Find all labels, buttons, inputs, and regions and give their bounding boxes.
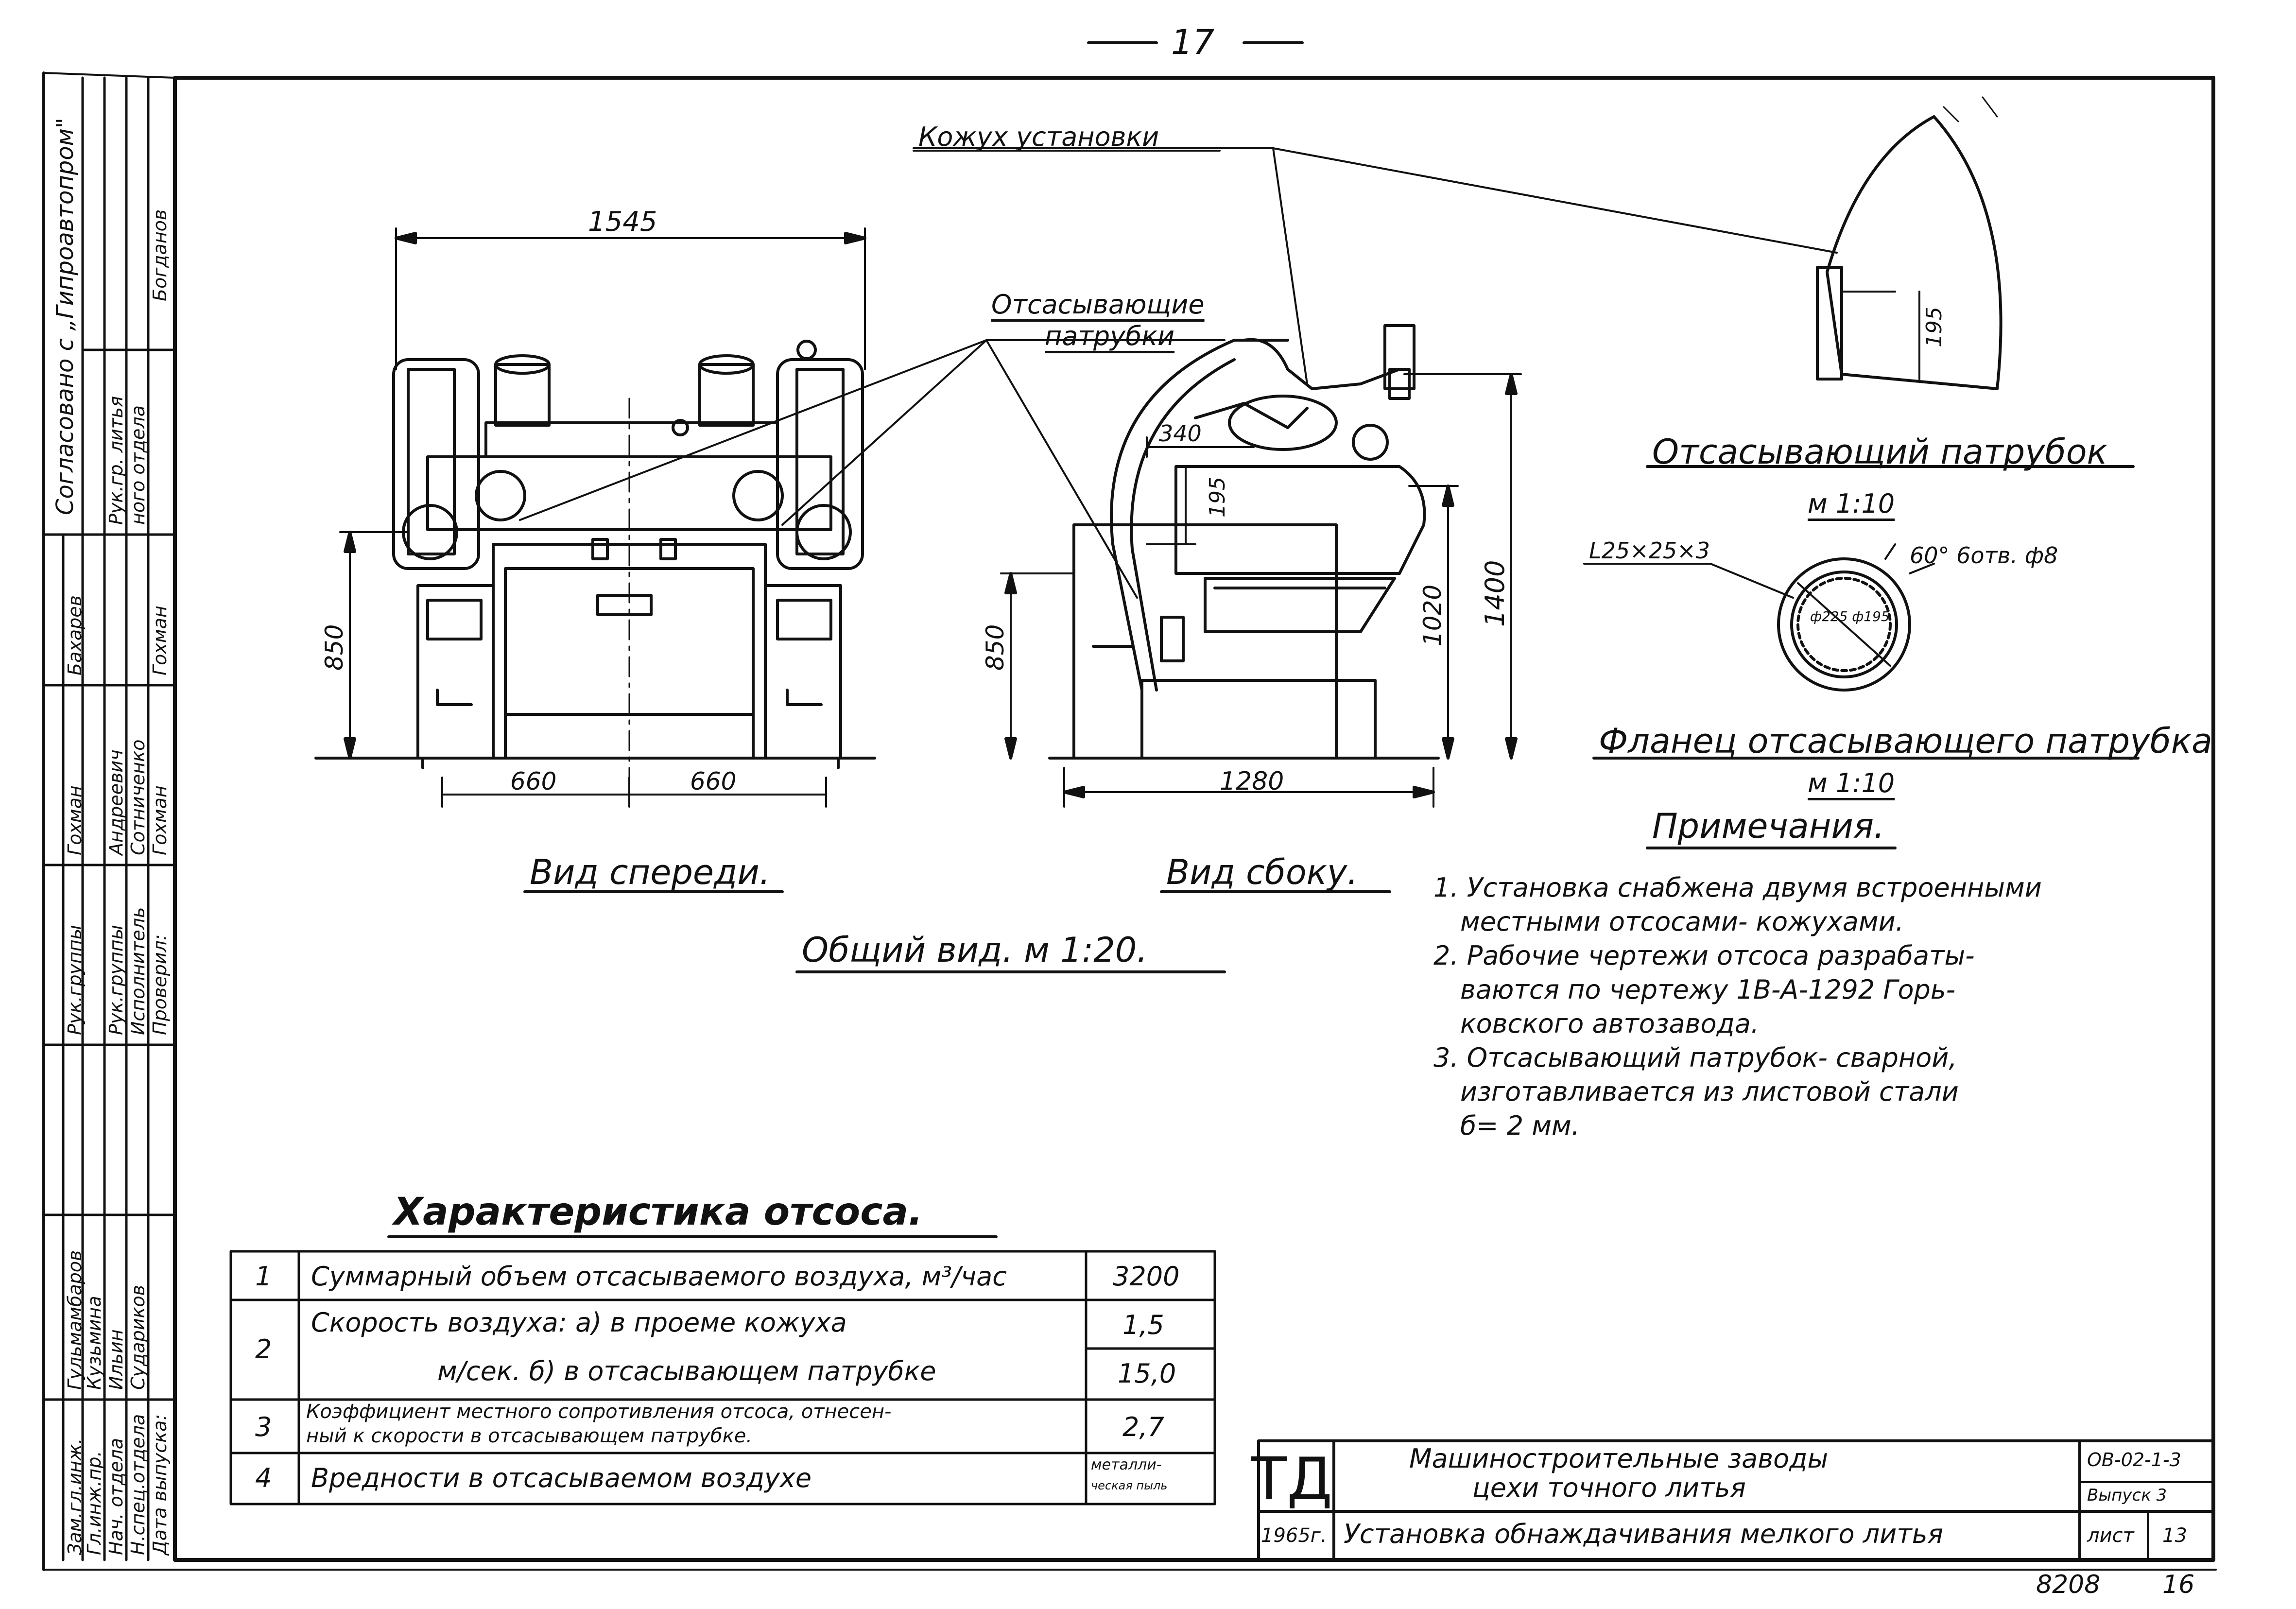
title-block-sheet-label: лист [2087, 1524, 2134, 1547]
front-view-drawing [314, 227, 876, 808]
sidebar-name: Гохман [149, 606, 171, 675]
general-view-title: Общий вид. м 1:20. [802, 930, 1148, 970]
front-view-title: Вид спереди. [530, 852, 771, 892]
sidebar-position: Рук.группы [105, 925, 127, 1035]
dim-195-nozzle: 195 [1922, 307, 1947, 347]
sidebar-position: Проверил: [149, 934, 171, 1035]
sidebar-approval-grid [42, 76, 176, 1561]
table-row-text: м/сек. б) в отсасывающем патрубке [437, 1356, 936, 1386]
title-block [1257, 1439, 2215, 1561]
dim-340: 340 [1159, 420, 1202, 447]
note-line: ковского автозавода. [1460, 1008, 1760, 1039]
dim-660-left: 660 [510, 767, 556, 796]
sidebar-position: Рук.группы [64, 925, 86, 1035]
sidebar-position: ного отдела [127, 405, 149, 525]
dim-1400: 1400 [1480, 560, 1510, 627]
approval-stamp: Согласовано с „Гипроавтопром" [52, 118, 79, 515]
dim-195-side: 195 [1205, 477, 1230, 518]
notes-title: Примечания. [1652, 806, 1885, 846]
sidebar-position: Рук.гр. литья [105, 396, 127, 525]
nozzle-detail-drawing [1646, 96, 2135, 468]
table-row-num: 2 [255, 1334, 272, 1365]
note-line: 1. Установка снабжена двумя встроенными [1433, 872, 2042, 903]
table-row-num: 3 [255, 1412, 272, 1442]
dim-850-front: 850 [320, 624, 348, 671]
flange-detail-scale: м 1:10 [1808, 768, 1895, 798]
note-line: 3. Отсасывающий патрубок- сварной, [1433, 1042, 1957, 1073]
sidebar-name: Гохман [64, 785, 86, 855]
table-row-num: 4 [255, 1463, 272, 1493]
table-row-text: Суммарный объем отсасываемого воздуха, м… [311, 1261, 1007, 1292]
label-nozzles: Отсасывающие [991, 289, 1205, 320]
dim-1280: 1280 [1220, 767, 1284, 796]
table-row-text: Скорость воздуха: а) в проеме кожуха [311, 1307, 847, 1338]
sidebar-name: Сотниченко [127, 739, 149, 855]
title-block-line3: Установка обнаждачивания мелкого литья [1344, 1519, 1944, 1549]
dim-1020: 1020 [1418, 585, 1447, 646]
holes-label: 60° 6отв. ф8 [1910, 542, 2058, 569]
table-row-value: 3200 [1113, 1261, 1180, 1292]
sidebar-position: Дата выпуска: [149, 1414, 171, 1555]
characteristics-table [229, 1250, 1216, 1505]
characteristics-title: Характеристика отсоса. [394, 1190, 923, 1234]
note-line: изготавливается из листовой стали [1460, 1076, 1959, 1107]
title-block-sheet-number: 13 [2162, 1524, 2187, 1547]
sidebar-position: Нач. отдела [105, 1437, 127, 1555]
table-row-value: ческая пыль [1091, 1479, 1168, 1492]
label-casing: Кожух установки [918, 121, 1159, 152]
note-line: ваются по чертежу 1В-А-1292 Горь- [1460, 974, 1956, 1005]
flange-dims: ф225 ф195 [1810, 608, 1890, 624]
title-block-code: ОВ-02-1-3 [2087, 1449, 2181, 1471]
angle-label: L25×25×3 [1589, 537, 1710, 564]
nozzle-detail-scale: м 1:10 [1808, 488, 1895, 519]
flange-detail-title: Фланец отсасывающего патрубка [1599, 721, 2212, 761]
drawing-frame [173, 76, 2215, 1562]
title-block-year: 1965г. [1261, 1524, 1327, 1547]
sidebar-name: Гохман [149, 785, 171, 855]
dim-1545: 1545 [588, 206, 657, 238]
bottom-number: 16 [2162, 1570, 2195, 1599]
sidebar-name: Кузьмина [84, 1296, 105, 1390]
sidebar-position: Исполнитель [127, 907, 149, 1035]
table-row-value: 2,7 [1122, 1412, 1164, 1442]
nozzle-detail-title: Отсасывающий патрубок [1652, 432, 2107, 472]
td-logo: ТД [1251, 1446, 1333, 1513]
table-row-num: 1 [255, 1261, 272, 1292]
table-row-value: металли- [1091, 1456, 1162, 1473]
sidebar-position: Н.спец.отдела [127, 1414, 149, 1555]
table-row-value: 15,0 [1118, 1358, 1176, 1389]
dim-660-right: 660 [690, 767, 736, 796]
table-row-text: ный к скорости в отсасывающем патрубке. [306, 1425, 753, 1447]
sidebar-name: Судариков [127, 1285, 149, 1390]
label-nozzles-2: патрубки [1045, 321, 1175, 351]
title-block-issue: Выпуск 3 [2087, 1486, 2167, 1505]
table-row-text: Коэффициент местного сопротивления отсос… [306, 1401, 892, 1423]
note-line: 2. Рабочие чертежи отсоса разрабаты- [1433, 940, 1975, 971]
dim-850-side: 850 [981, 624, 1009, 671]
note-line: местными отсосами- кожухами. [1460, 906, 1904, 937]
sidebar-position: Гл.инж.пр. [84, 1451, 105, 1555]
sidebar-name: Андреевич [105, 749, 127, 855]
drawing-number: 8208 [2036, 1570, 2101, 1599]
table-row-value: 1,5 [1122, 1310, 1164, 1340]
side-view-drawing [1000, 324, 1522, 808]
note-line: б= 2 мм. [1460, 1110, 1580, 1141]
sidebar-position: Зам.гл.инж. [64, 1438, 86, 1555]
side-view-title: Вид сбоку. [1166, 852, 1358, 892]
title-block-line1: Машиностроительные заводы [1409, 1443, 1829, 1474]
page-number: 17 [1171, 22, 1215, 62]
sidebar-name: Бахарев [64, 595, 86, 675]
table-row-text: Вредности в отсасываемом воздухе [311, 1463, 812, 1493]
sidebar-name: Богданов [149, 209, 171, 301]
sidebar-name: Гульмамбаров [64, 1250, 86, 1390]
sidebar-name: Ильин [105, 1329, 127, 1390]
title-block-line2: цехи точного литья [1472, 1472, 1746, 1503]
flange-detail-drawing [1592, 543, 2140, 760]
leader-lines [519, 147, 1838, 599]
